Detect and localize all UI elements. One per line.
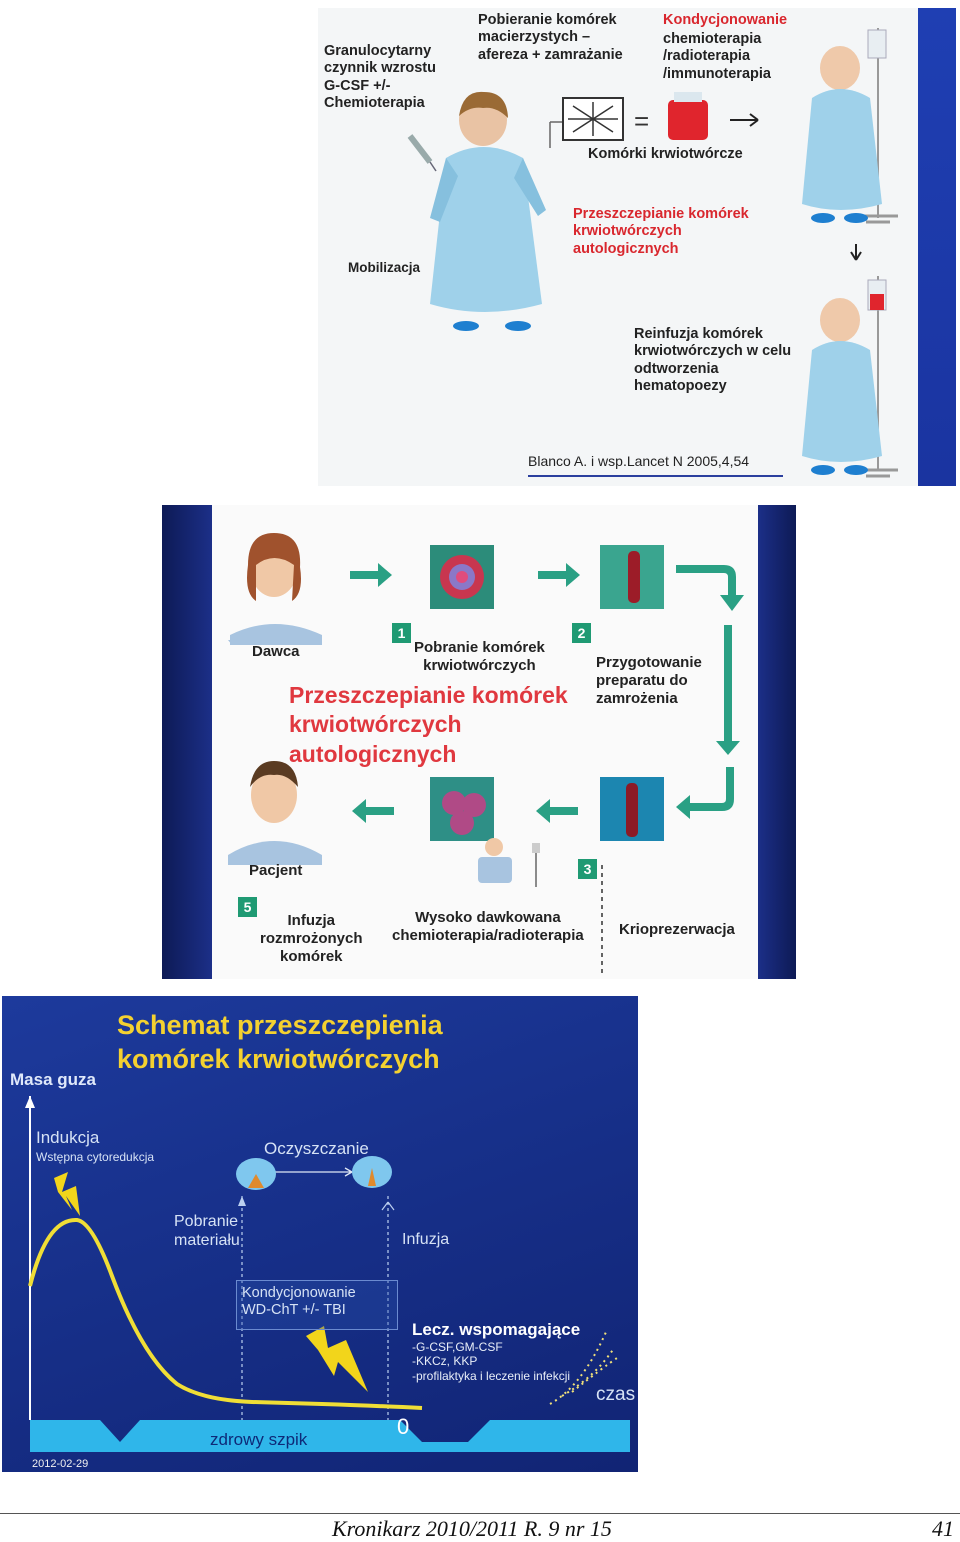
center-title: Przeszczepianie komórek krwiotwórczych a…	[289, 682, 568, 767]
donor-figure	[228, 533, 322, 645]
thawed-cells-image-icon	[430, 777, 494, 841]
autologous-transplant-figure-2: Dawca 1 Pobranie komórek krwiotwórczych …	[162, 505, 796, 979]
slide-title: Schemat przeszczepienia komórek krwiotwó…	[117, 1010, 443, 1075]
conditioning-therapies-label: chemioterapia /radioterapia /immunoterap…	[663, 31, 771, 82]
step-number-1: 1	[392, 623, 411, 643]
step-number-2: 2	[572, 623, 591, 643]
conditioning-heading: Kondycjonowanie	[663, 12, 788, 28]
step-chemo-label: Wysoko dawkowana chemioterapia/radiotera…	[392, 909, 584, 944]
woman-patient-figure	[430, 91, 546, 331]
patient-label: Pacjent	[249, 862, 303, 879]
stem-cells-image-icon	[430, 545, 494, 609]
blood-bag-icon	[668, 92, 708, 140]
process-arrows	[350, 563, 744, 823]
step-preparation-label: Przygotowanie preparatu do zamrożenia	[596, 654, 702, 707]
figure-1-artwork: =	[407, 28, 898, 478]
transplant-schema-slide: Schemat przeszczepienia komórek krwiotwó…	[2, 996, 638, 1472]
apheresis-machine-icon: =	[549, 97, 649, 148]
donor-label: Dawca	[252, 643, 300, 660]
induction-bolt-icon	[54, 1172, 80, 1216]
conditioning-box	[236, 1280, 398, 1330]
supportive-care-items: -G-CSF,GM-CSF -KKCz, KKP -profilaktyka i…	[412, 1340, 571, 1383]
syringe-icon	[407, 134, 437, 172]
conditioning-bolt-icon	[306, 1326, 368, 1392]
conditioning-label: Kondycjonowanie WD-ChT +/- TBI	[242, 1285, 356, 1319]
blood-bag-image-icon	[600, 545, 664, 609]
collection-label: Pobranie materiału	[174, 1213, 240, 1250]
induction-subtitle: Wstępna cytoredukcja	[36, 1150, 155, 1164]
infusion-label: Infuzja	[402, 1231, 450, 1248]
right-edge-bar	[918, 8, 956, 486]
y-axis-label: Masa guza	[10, 1070, 96, 1089]
autologous-transplant-label: Przeszczepianie komórek krwiotwórczych a…	[573, 206, 749, 257]
stem-cell-collection-label: Pobieranie komórek macierzystych – afere…	[478, 12, 623, 63]
citation-underline	[528, 475, 783, 477]
slide-date: 2012-02-29	[32, 1458, 89, 1470]
patient-figure	[228, 761, 322, 865]
step-cryopreservation-label: Krioprezerwacja	[619, 921, 735, 938]
tumour-mass-curve	[28, 1217, 423, 1410]
footer-rule	[0, 1513, 960, 1514]
hematopoietic-cells-label: Komórki krwiotwórcze	[588, 146, 743, 162]
figure-2-artwork	[228, 533, 744, 973]
bald-patient-figure-bottom	[802, 276, 898, 478]
step-collection-label: Pobranie komórek krwiotwórczych	[414, 639, 545, 674]
page-number: 41	[932, 1516, 954, 1541]
journal-footer: Kronikarz 2010/2011 R. 9 nr 15	[332, 1516, 612, 1541]
reinfusion-label: Reinfuzja komórek krwiotwórczych w celu …	[634, 326, 792, 395]
frozen-bag-image-icon	[600, 777, 664, 841]
schema-artwork	[25, 1096, 630, 1452]
zero-mark: 0	[397, 1414, 410, 1439]
induction-label: Indukcja	[36, 1128, 100, 1147]
recovery-dotted-curves	[549, 1331, 621, 1405]
purging-dome-right-icon	[352, 1156, 392, 1188]
autologous-transplant-figure-1: = Granulocytarny	[318, 8, 956, 486]
step-number-3: 3	[578, 859, 597, 879]
bald-patient-figure-top	[802, 28, 898, 224]
purging-label: Oczyszczanie	[264, 1139, 369, 1158]
healthy-marrow-band	[30, 1420, 630, 1452]
time-axis-label: czas	[596, 1384, 636, 1405]
healthy-marrow-label: zdrowy szpik	[210, 1430, 308, 1449]
citation: Blanco A. i wsp.Lancet N 2005,4,54	[528, 453, 750, 469]
step-infusion-label: Infuzja rozmrożonych komórek	[260, 912, 363, 965]
patient-on-drip-figure	[478, 838, 540, 887]
svg-text:=: =	[634, 106, 649, 136]
mobilization-label: Mobilizacja	[348, 260, 421, 275]
supportive-care-title: Lecz. wspomagające	[412, 1320, 581, 1339]
step-number-5: 5	[238, 897, 257, 917]
purging-dome-left-icon	[236, 1158, 276, 1190]
mobilization-agents-label: Granulocytarny czynnik wzrostu G-CSF +/-…	[324, 43, 436, 112]
